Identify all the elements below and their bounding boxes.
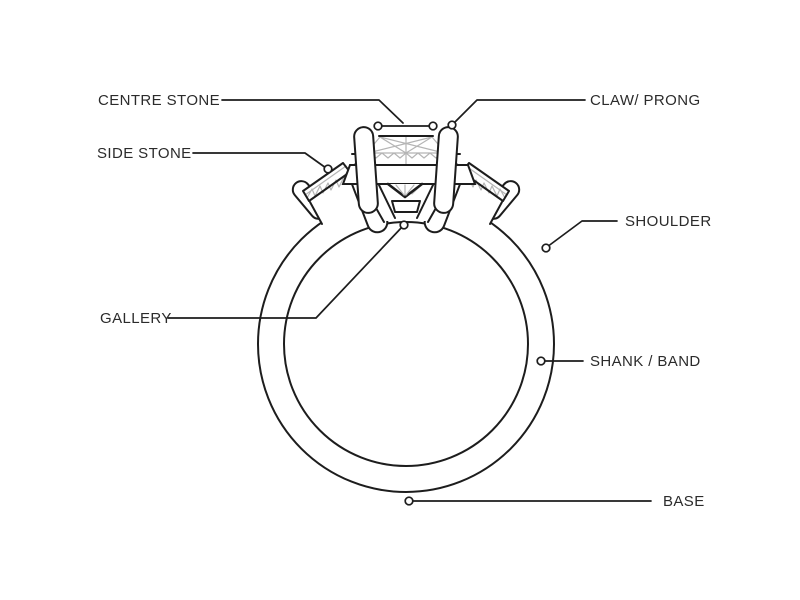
centre-stone-girdle-facets (363, 152, 449, 159)
dot-centre-stone-right (428, 121, 438, 131)
dot-gallery (399, 220, 409, 230)
pavilion-tip-facets (395, 184, 415, 196)
label-side-stone: SIDE STONE (97, 145, 192, 162)
side-stone-outline (302, 162, 351, 202)
dot-base (404, 496, 414, 506)
dot-shank-band (536, 356, 546, 366)
dot-side-stone (323, 164, 333, 174)
side-stone-facets (304, 165, 348, 199)
label-gallery: GALLERY (100, 310, 172, 327)
leader-side-stone (192, 152, 327, 169)
label-shoulder: SHOULDER (625, 213, 712, 230)
leader-shoulder (546, 220, 618, 248)
label-shank-band: SHANK / BAND (590, 353, 701, 370)
shoulder-support-line (489, 201, 503, 225)
leader-gallery (167, 225, 404, 319)
dot-shoulder (541, 243, 551, 253)
side-stone-body (462, 163, 509, 201)
shoulder-support-line (309, 201, 323, 225)
side-stone-body (303, 163, 350, 201)
dot-centre-stone-left (373, 121, 383, 131)
dot-claw-prong (447, 120, 457, 130)
shank-inner-circle (283, 221, 529, 467)
side-stone-outline (461, 162, 510, 202)
label-centre-stone: CENTRE STONE (98, 92, 221, 109)
gallery-collet (391, 200, 421, 213)
label-claw-prong: CLAW/ PRONG (590, 92, 701, 109)
label-base: BASE (663, 493, 705, 510)
leader-claw-prong (452, 99, 586, 125)
leader-centre-stone (221, 99, 404, 124)
centre-claw-left (353, 126, 379, 214)
